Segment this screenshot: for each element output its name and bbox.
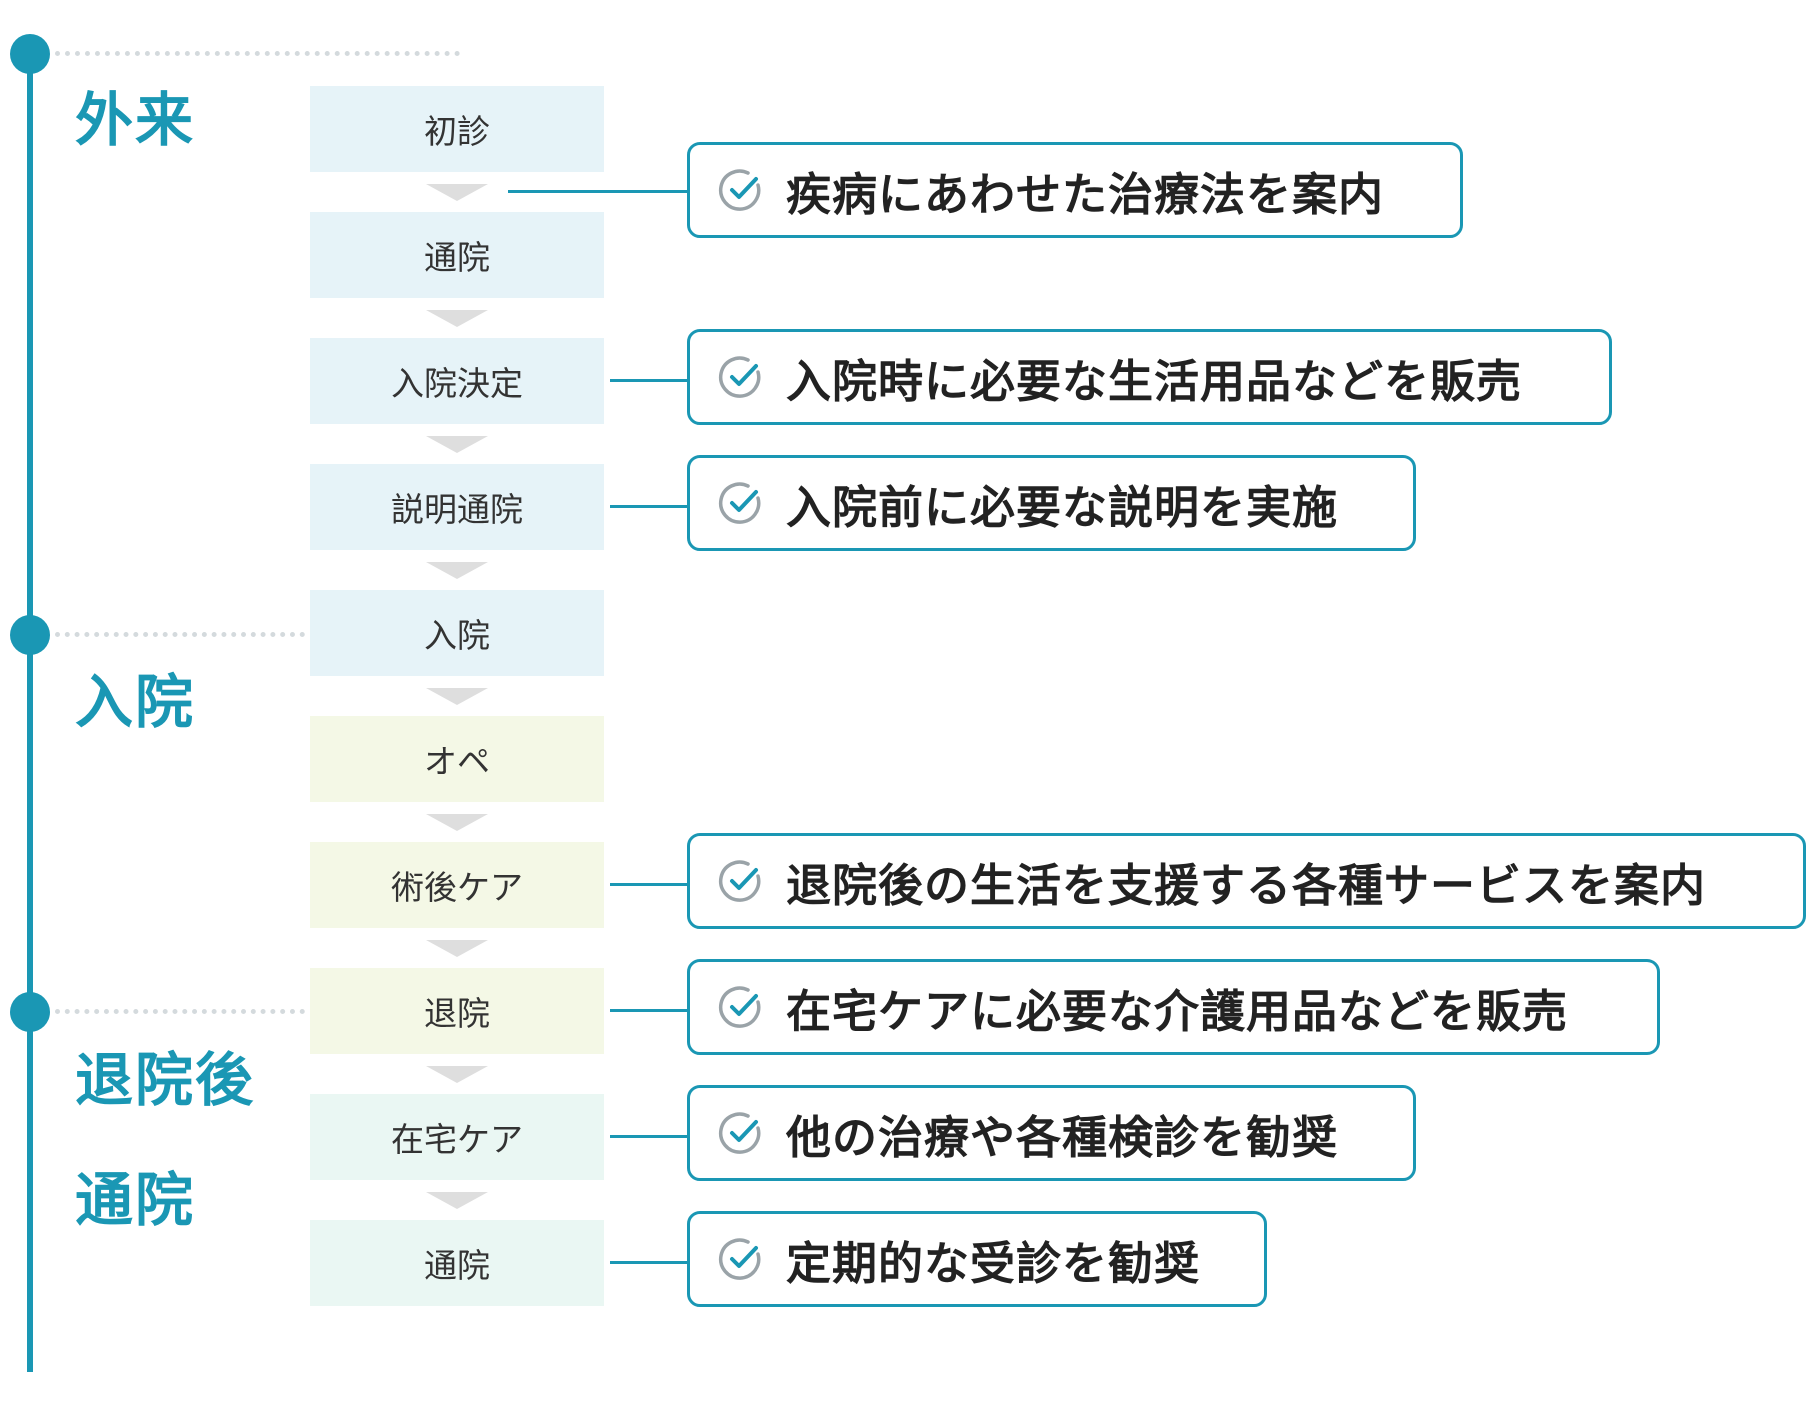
check-circle-icon <box>718 482 761 524</box>
callout-text: 定期的な受診を勧奨 <box>786 1236 1201 1290</box>
step-arrow <box>426 814 488 831</box>
step-admission-decision: 入院決定 <box>310 338 604 424</box>
connector-line <box>610 1009 687 1012</box>
callout-post-discharge-services: 退院後の生活を支援する各種サービスを案内 <box>687 833 1806 929</box>
connector-line <box>610 379 687 382</box>
connector-line <box>610 883 687 886</box>
callout-pre-admission-explanation: 入院前に必要な説明を実施 <box>687 455 1416 551</box>
dotted-rule-inpatient <box>55 632 305 637</box>
timeline-dot-outpatient <box>10 34 50 74</box>
check-circle-icon <box>718 986 761 1028</box>
callout-text: 疾病にあわせた治療法を案内 <box>786 167 1385 221</box>
step-arrow <box>426 184 488 201</box>
connector-line <box>610 1261 687 1264</box>
callout-treatment-guidance: 疾病にあわせた治療法を案内 <box>687 142 1463 238</box>
connector-line <box>508 190 687 193</box>
phase-label-after-discharge: 退院後 通院 <box>75 1046 256 1234</box>
callout-text: 入院時に必要な生活用品などを販売 <box>786 354 1523 408</box>
callout-text: 退院後の生活を支援する各種サービスを案内 <box>786 858 1707 912</box>
check-circle-icon <box>718 1112 761 1154</box>
callout-text: 他の治療や各種検診を勧奨 <box>786 1110 1339 1164</box>
step-arrow <box>426 1066 488 1083</box>
callout-text: 入院前に必要な説明を実施 <box>786 480 1339 534</box>
step-arrow <box>426 940 488 957</box>
callout-home-care-supplies: 在宅ケアに必要な介護用品などを販売 <box>687 959 1660 1055</box>
callout-other-treatments: 他の治療や各種検診を勧奨 <box>687 1085 1416 1181</box>
step-outpatient-visit: 通院 <box>310 212 604 298</box>
connector-line <box>610 505 687 508</box>
step-arrow <box>426 688 488 705</box>
callout-regular-checkups: 定期的な受診を勧奨 <box>687 1211 1267 1307</box>
dotted-rule-after-discharge <box>55 1009 305 1014</box>
step-arrow <box>426 562 488 579</box>
step-explanation-visit: 説明通院 <box>310 464 604 550</box>
step-discharge: 退院 <box>310 968 604 1054</box>
check-circle-icon <box>718 356 761 398</box>
step-first-visit: 初診 <box>310 86 604 172</box>
callout-admission-supplies: 入院時に必要な生活用品などを販売 <box>687 329 1612 425</box>
timeline-line <box>27 52 33 1372</box>
step-arrow <box>426 310 488 327</box>
check-circle-icon <box>718 1238 761 1280</box>
connector-line <box>610 1135 687 1138</box>
step-arrow <box>426 436 488 453</box>
phase-label-outpatient: 外来 <box>75 86 196 154</box>
check-circle-icon <box>718 169 761 211</box>
step-postop-care: 術後ケア <box>310 842 604 928</box>
callout-text: 在宅ケアに必要な介護用品などを販売 <box>786 984 1569 1038</box>
step-arrow <box>426 1192 488 1209</box>
check-circle-icon <box>718 860 761 902</box>
step-surgery: オペ <box>310 716 604 802</box>
dotted-rule-outpatient <box>55 51 460 56</box>
step-admission: 入院 <box>310 590 604 676</box>
timeline-dot-after-discharge <box>10 992 50 1032</box>
phase-label-inpatient: 入院 <box>75 668 196 736</box>
step-follow-up-visit: 通院 <box>310 1220 604 1306</box>
timeline-dot-inpatient <box>10 615 50 655</box>
step-home-care: 在宅ケア <box>310 1094 604 1180</box>
